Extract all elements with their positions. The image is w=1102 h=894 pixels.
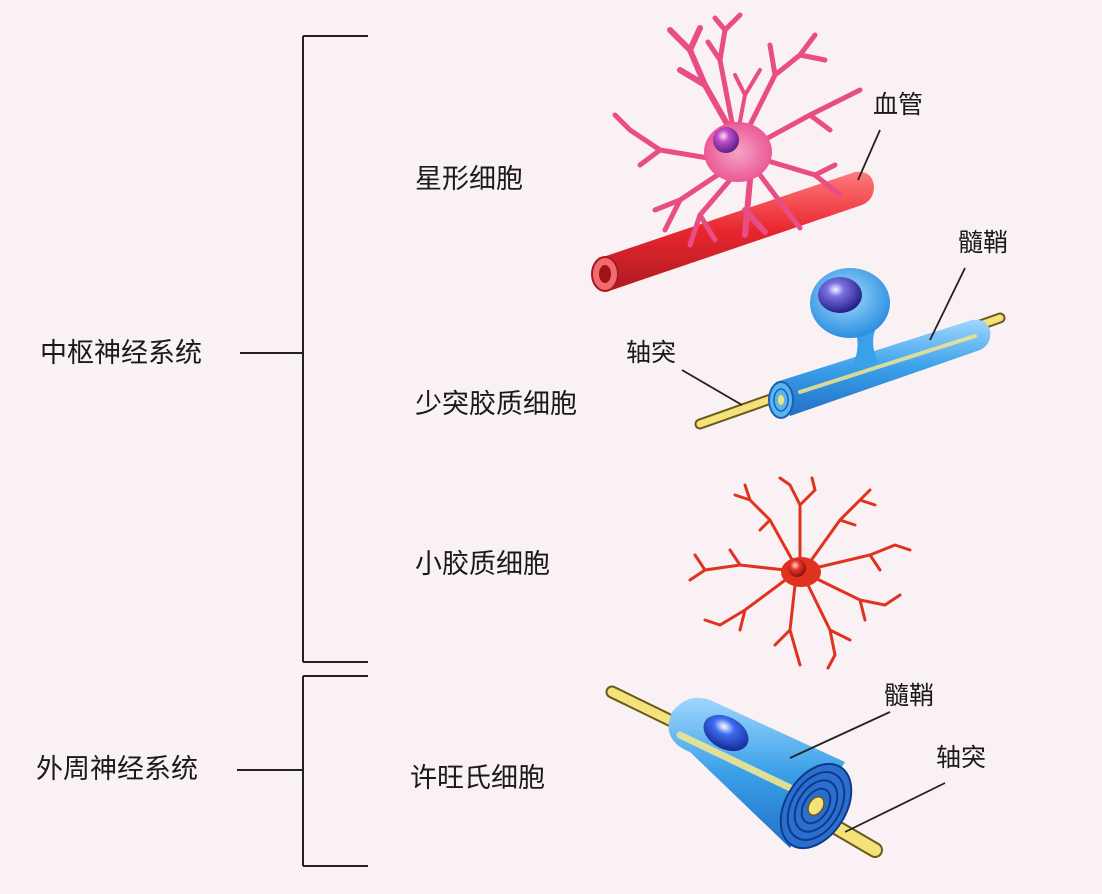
- axon-callout-1: 轴突: [626, 338, 677, 367]
- astrocyte-cell: [612, 12, 863, 248]
- oligodendrocyte-sheath: [768, 319, 991, 419]
- microglia-cell: [688, 476, 912, 670]
- pns-bracket: [237, 675, 368, 867]
- oligodendrocyte-nucleus: [818, 277, 862, 313]
- myelin-callout-2: 髓鞘: [884, 681, 935, 710]
- astrocyte-label: 星形细胞: [415, 164, 523, 195]
- leader-blood-vessel: [857, 129, 881, 181]
- astrocyte-nucleus: [713, 127, 739, 153]
- blood-vessel-callout: 血管: [873, 90, 924, 119]
- cns-group-label: 中枢神经系统: [40, 338, 202, 369]
- schwann-nucleus: [703, 714, 749, 752]
- microglia-nucleus: [788, 559, 806, 577]
- blood-vessel: [591, 171, 874, 292]
- leader-axon-1: [681, 369, 743, 406]
- axon-callout-2: 轴突: [936, 743, 987, 772]
- pns-group-label: 外周神经系统: [36, 754, 198, 785]
- microglia-label: 小胶质细胞: [415, 549, 550, 580]
- myelin-callout-1: 髓鞘: [958, 228, 1009, 257]
- leader-myelin-1: [929, 267, 966, 341]
- astrocyte-body: [704, 122, 772, 182]
- oligodendrocyte-label: 少突胶质细胞: [415, 389, 577, 420]
- leader-axon-2: [844, 782, 946, 833]
- leader-myelin-2: [789, 711, 891, 759]
- callout-leaders: [681, 129, 966, 833]
- cns-bracket: [240, 35, 368, 663]
- schwann-label: 许旺氏细胞: [410, 763, 545, 794]
